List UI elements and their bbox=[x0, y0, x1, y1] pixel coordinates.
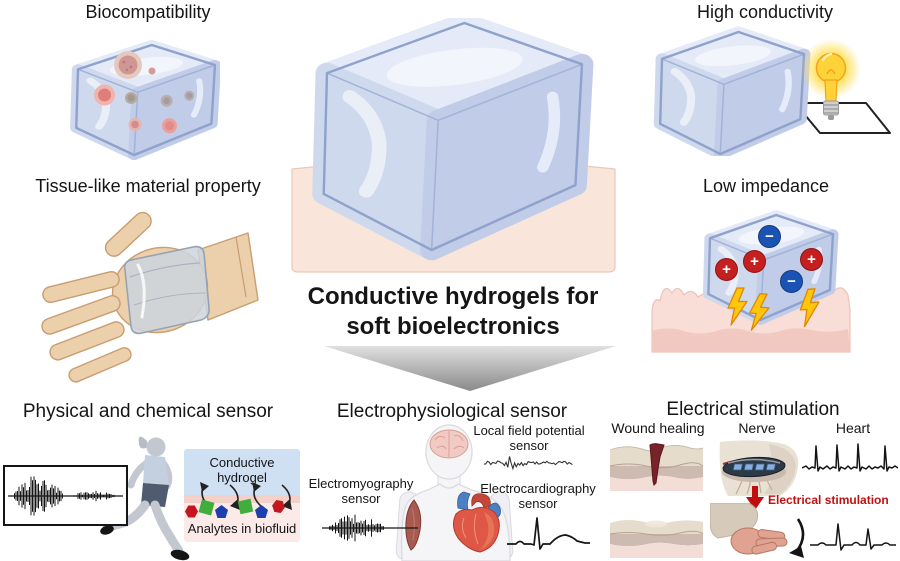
tissue-like-title: Tissue-like material property bbox=[35, 176, 261, 196]
circuit-wire bbox=[794, 102, 891, 134]
conductive-hydrogel-label: Conductive hydrogel bbox=[186, 455, 298, 486]
runner-head bbox=[146, 437, 166, 457]
negative-charge-badge: − bbox=[780, 270, 803, 293]
down-arrow-icon bbox=[324, 346, 616, 391]
motion-arrowhead bbox=[789, 546, 804, 558]
high-conductivity-illustration bbox=[653, 26, 891, 156]
center-title-line2: soft bioelectronics bbox=[346, 312, 560, 340]
hand-fingers bbox=[730, 527, 788, 555]
brain bbox=[429, 429, 469, 459]
human-torso-illustration bbox=[395, 424, 514, 561]
low-impedance-title: Low impedance bbox=[702, 176, 830, 196]
lfp-sensor-label: Local field potential sensor bbox=[466, 423, 592, 454]
healed-skin-illustration bbox=[609, 520, 704, 558]
hand-holding-hydrogel-illustration bbox=[41, 211, 259, 383]
wound-skin-illustration bbox=[609, 443, 704, 491]
muscle-striation bbox=[411, 507, 415, 541]
analytes-label: Analytes in biofluid bbox=[187, 521, 297, 536]
wound-gash bbox=[649, 443, 665, 486]
emg-sensor-label: Electromyography sensor bbox=[303, 476, 419, 507]
electrode-contacts bbox=[732, 463, 776, 471]
hydrogel-cube-large bbox=[312, 18, 594, 261]
exchange-arrows-icon bbox=[200, 482, 292, 510]
ecg-sensor-label: Electrocardiography sensor bbox=[477, 481, 599, 512]
center-hydrogel-on-skin-illustration bbox=[291, 18, 616, 273]
wound-healing-label: Wound healing bbox=[611, 420, 705, 436]
hydrogel-cube-conductive bbox=[653, 26, 811, 156]
red-down-arrow-icon bbox=[746, 486, 764, 510]
center-title-line1: Conductive hydrogels for bbox=[307, 283, 599, 310]
electrical-stimulation-title: Electrical stimulation bbox=[666, 399, 840, 420]
lfp-waveform bbox=[483, 456, 573, 471]
rear-shoe bbox=[100, 525, 114, 535]
heart-ecg-normal bbox=[810, 523, 896, 551]
hydrogel-label-line2: hydrogel bbox=[217, 469, 267, 485]
analyte-pentagon-blue bbox=[255, 505, 268, 518]
nerve-fibers bbox=[735, 474, 773, 495]
center-title: Conductive hydrogels for soft bioelectro… bbox=[285, 282, 621, 341]
runner-illustration bbox=[100, 436, 190, 561]
embedded-cells bbox=[94, 51, 195, 134]
positive-charge-badge: + bbox=[743, 250, 766, 273]
nerve-label: Nerve bbox=[738, 420, 776, 436]
positive-charge-badge: + bbox=[715, 258, 738, 281]
biocompatibility-cube-illustration bbox=[70, 40, 220, 161]
electrical-stimulation-red-label: Electrical stimulation bbox=[768, 493, 889, 507]
emg-label-line1: Electromyography bbox=[308, 476, 414, 491]
hydrogel-label-line1: Conductive bbox=[209, 455, 275, 470]
lfp-label-line1: Local field potential bbox=[473, 423, 585, 438]
hydrogel-patch bbox=[123, 245, 210, 335]
sensor-signal-box bbox=[3, 465, 128, 526]
stimulated-hand-illustration bbox=[710, 503, 805, 558]
electrophysiological-title: Electrophysiological sensor bbox=[336, 401, 568, 422]
heart-ecg-stimulated bbox=[802, 443, 898, 472]
high-conductivity-title: High conductivity bbox=[696, 2, 834, 22]
analyte-square-green bbox=[237, 498, 254, 515]
ponytail bbox=[138, 436, 148, 449]
biocompatibility-title: Biocompatibility bbox=[85, 2, 211, 22]
lightning-bolts-icon bbox=[727, 287, 820, 331]
emg-label-line2: sensor bbox=[341, 490, 381, 506]
analyte-pentagon-blue bbox=[215, 505, 228, 518]
low-impedance-illustration bbox=[651, 210, 851, 353]
lightbulb-icon bbox=[801, 39, 861, 120]
tissue-lower-band bbox=[652, 328, 850, 352]
ecg-waveform bbox=[507, 517, 590, 550]
arm-muscle bbox=[405, 499, 422, 551]
negative-charge-badge: − bbox=[758, 225, 781, 248]
tank-top bbox=[143, 455, 169, 485]
heart bbox=[452, 491, 501, 553]
ecg-label-line2: sensor bbox=[518, 495, 558, 511]
analyte-hexagon-red bbox=[185, 505, 198, 518]
analyte-sensing-panel bbox=[184, 449, 300, 542]
lfp-label-line2: sensor bbox=[509, 437, 549, 453]
emg-waveform bbox=[322, 514, 418, 542]
shorts bbox=[141, 483, 169, 507]
heart-label: Heart bbox=[835, 420, 871, 436]
interface-layer bbox=[184, 495, 300, 503]
ecg-label-line1: Electrocardiography bbox=[480, 481, 596, 496]
signal-tail bbox=[73, 490, 116, 502]
front-shoe bbox=[170, 549, 190, 561]
sleeve-line bbox=[235, 236, 247, 298]
physical-chemical-title: Physical and chemical sensor bbox=[22, 401, 274, 422]
cuff-electrode bbox=[722, 456, 786, 478]
nerve-cuff-illustration bbox=[719, 440, 799, 496]
front-leg bbox=[150, 500, 184, 556]
signal-burst bbox=[14, 476, 63, 516]
healed-scar bbox=[645, 520, 667, 528]
positive-charge-badge: + bbox=[800, 248, 823, 271]
